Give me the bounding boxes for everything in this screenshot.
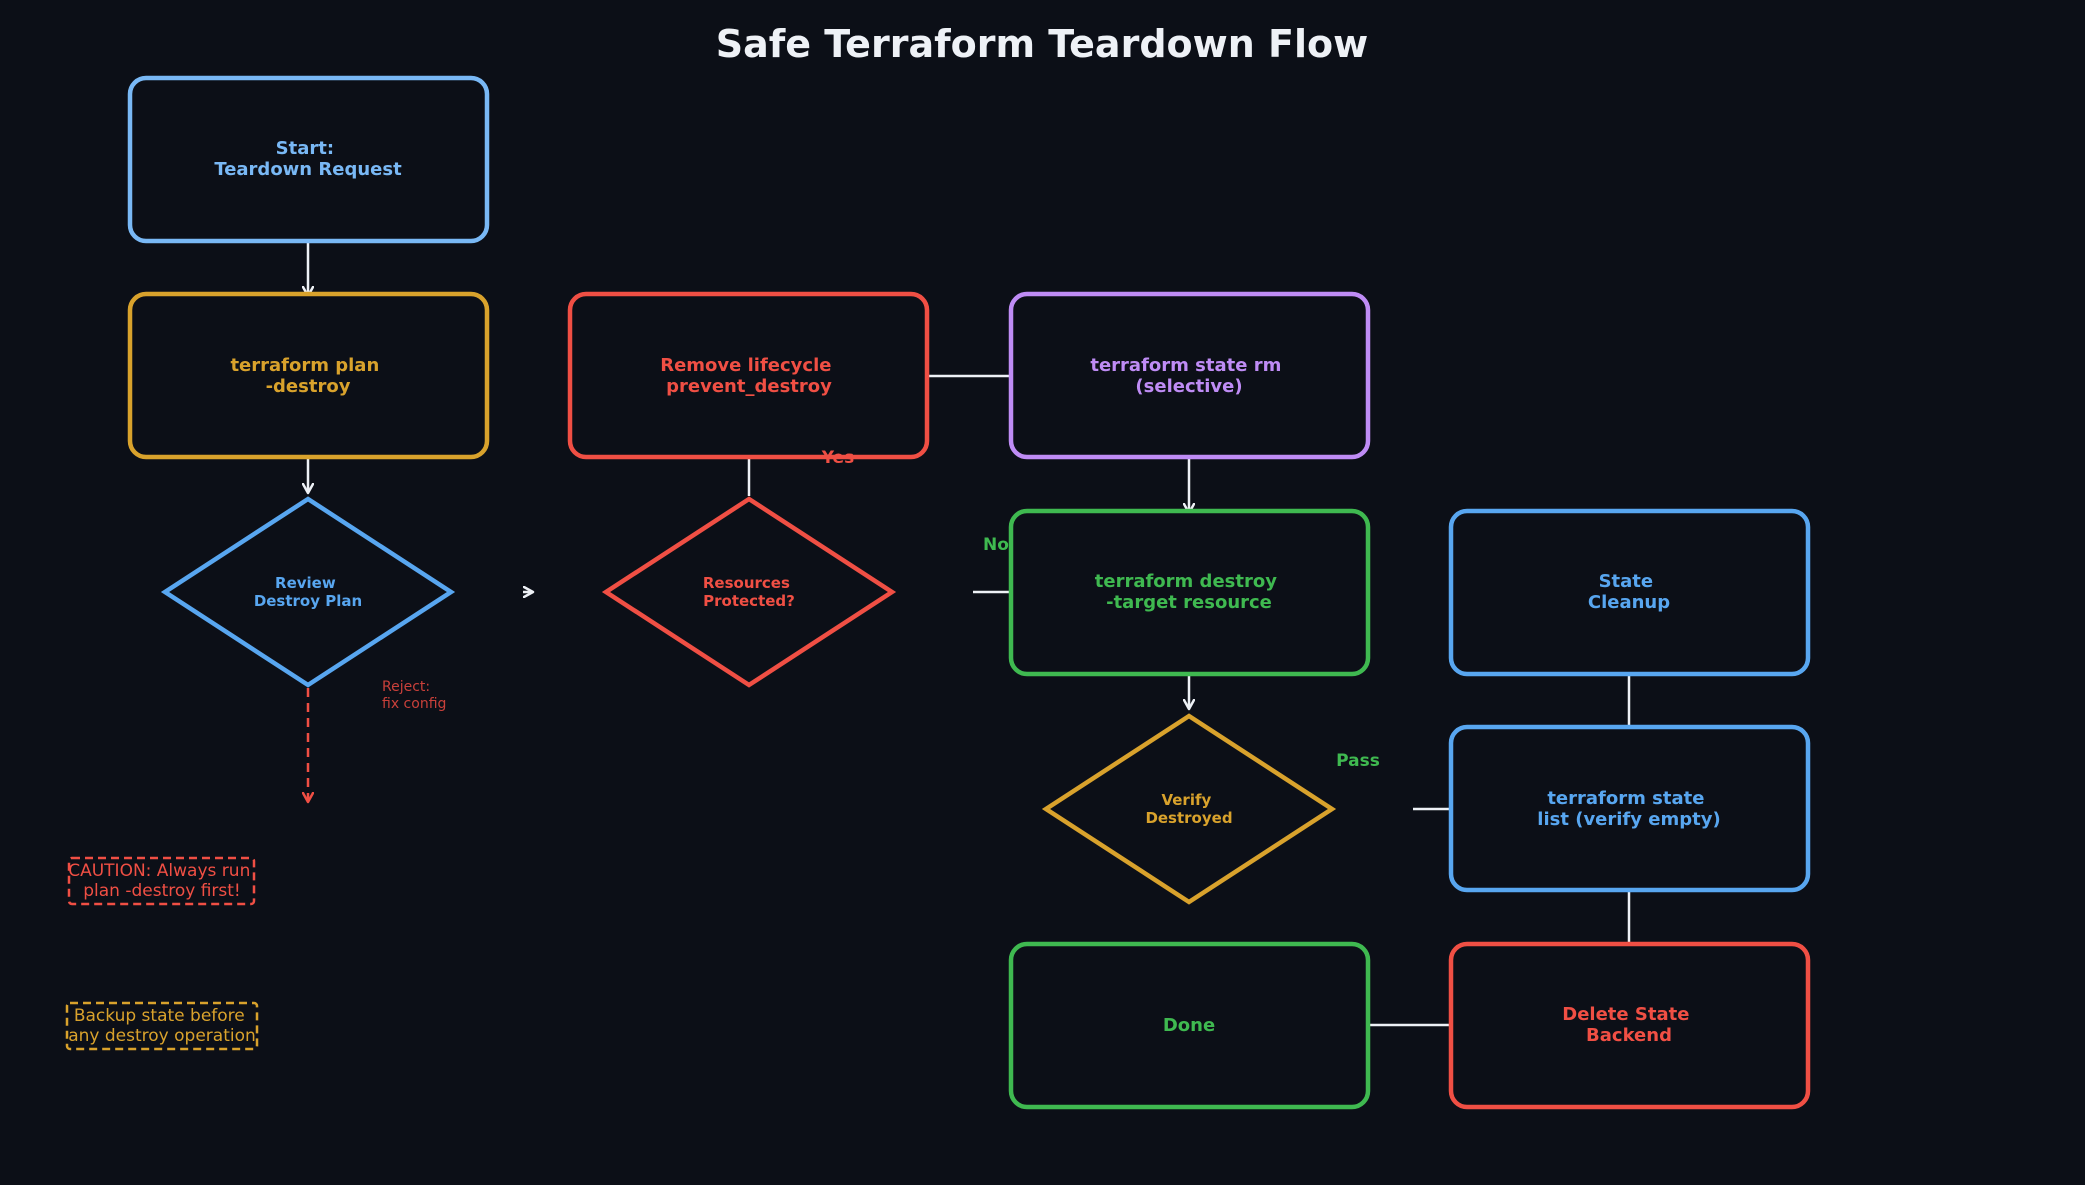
edge-label-pass: Pass [1336, 751, 1380, 771]
svg-text:Remove lifecycle prevent: Remove lifecycle prevent_destroy [660, 355, 838, 397]
svg-text:Reject: fix config: Reject: fix config [382, 679, 446, 712]
node-state-cleanup: State Cleanup [1448, 508, 1811, 677]
node-plan-destroy-label-2: -destroy [266, 376, 351, 397]
node-state-list: terraform state list (verify empty) [1448, 724, 1811, 893]
decision-resources-protected-label-1: Resources [703, 574, 790, 592]
node-start: Start: Teardown Request [127, 75, 490, 244]
node-state-cleanup-label-1: State [1599, 571, 1654, 592]
note-backup-line-1: Backup state before [74, 1006, 245, 1026]
svg-text:Review Destroy Plan: Review Destroy Plan [254, 574, 362, 610]
node-remove-lifecycle: Remove lifecycle prevent_destroy [567, 291, 930, 460]
node-start-label-1: Start: [276, 138, 334, 159]
svg-text:Verify Destroyed: Verify Destroyed [1145, 791, 1232, 827]
svg-text:terraform plan -destroy: terraform plan -destroy [230, 355, 385, 397]
decision-review-plan-label-2: Destroy Plan [254, 592, 362, 610]
svg-text:CAUTION: Always run plan: CAUTION: Always run plan -destroy first! [68, 861, 256, 901]
node-delete-backend-label-1: Delete State [1562, 1004, 1689, 1025]
edges [308, 236, 1629, 1025]
node-destroy-target-label-1: terraform destroy [1095, 571, 1277, 592]
node-remove-lifecycle-label-2: prevent_destroy [666, 376, 832, 397]
svg-text:Backup state before any: Backup state before any destroy operatio… [68, 1006, 256, 1046]
svg-text:State Cleanup: State Cleanup [1588, 571, 1670, 613]
decision-verify-destroyed: Verify Destroyed [1041, 713, 1337, 905]
decision-review-plan: Review Destroy Plan [160, 496, 456, 688]
decision-resources-protected-label-2: Protected? [703, 592, 795, 610]
node-delete-backend: Delete State Backend [1448, 941, 1811, 1110]
node-destroy-target-label-2: -target resource [1106, 592, 1272, 613]
note-backup: Backup state before any destroy operatio… [65, 1001, 259, 1051]
decision-resources-protected: Resources Protected? [601, 496, 897, 688]
note-caution-line-1: CAUTION: Always run [68, 861, 250, 881]
note-caution-line-2: plan -destroy first! [83, 881, 241, 901]
node-destroy-target: terraform destroy -target resource [1008, 508, 1371, 677]
page-title: Safe Terraform Teardown Flow [716, 22, 1368, 66]
node-delete-backend-label-2: Backend [1586, 1025, 1672, 1046]
edge-label-no: No [983, 535, 1009, 555]
node-state-rm: terraform state rm (selective) [1008, 291, 1371, 460]
node-plan-destroy: terraform plan -destroy [127, 291, 490, 460]
node-done: Done [1008, 941, 1371, 1110]
node-state-list-label-2: list (verify empty) [1537, 809, 1720, 830]
node-state-list-label-1: terraform state [1547, 788, 1704, 809]
node-plan-destroy-label-1: terraform plan [230, 355, 379, 376]
decision-verify-destroyed-label-2: Destroyed [1145, 809, 1232, 827]
svg-text:terraform state list (ve: terraform state list (verify empty) [1537, 788, 1720, 830]
svg-text:Resources Protected?: Resources Protected? [703, 574, 795, 610]
note-caution: CAUTION: Always run plan -destroy first! [67, 856, 256, 906]
edge-label-yes: Yes [821, 448, 854, 468]
node-remove-lifecycle-label-1: Remove lifecycle [660, 355, 831, 376]
svg-text:Delete State Backend: Delete State Backend [1562, 1004, 1695, 1046]
svg-text:terraform destroy -targe: terraform destroy -target resource [1095, 571, 1283, 613]
decision-review-plan-label-1: Review [275, 574, 336, 592]
svg-text:terraform state rm (sele: terraform state rm (selective) [1090, 355, 1287, 397]
node-state-cleanup-label-2: Cleanup [1588, 592, 1670, 613]
node-state-rm-label-1: terraform state rm [1090, 355, 1281, 376]
note-backup-line-2: any destroy operation [68, 1026, 256, 1046]
decision-verify-destroyed-label-1: Verify [1161, 791, 1211, 809]
node-start-label-2: Teardown Request [214, 159, 402, 180]
node-done-label: Done [1163, 1015, 1215, 1036]
svg-text:Start: Teardown Request: Start: Teardown Request [214, 138, 402, 180]
edge-label-reject-2: fix config [382, 696, 446, 712]
edge-label-reject-1: Reject: [382, 679, 430, 695]
node-state-rm-label-2: (selective) [1135, 376, 1242, 397]
